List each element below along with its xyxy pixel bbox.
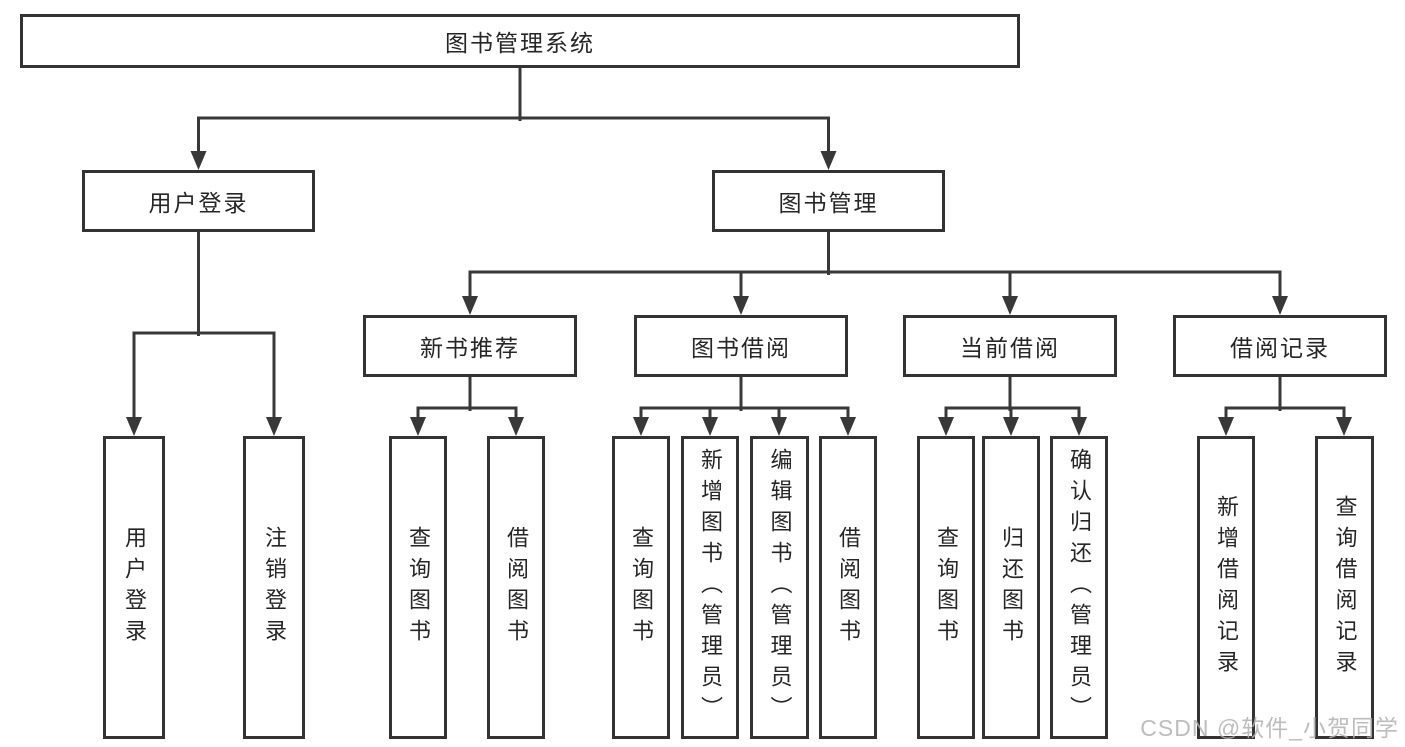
node-label: 图书管理系统 <box>445 30 595 56</box>
node-current-borrow: 当前借阅 <box>903 315 1117 377</box>
leaf-borrow-add-books-admin: 新增图书（管理员） <box>681 436 739 739</box>
connector-book-mgmt-branch <box>462 230 1288 315</box>
arrow-down-icon <box>938 417 954 436</box>
node-label: 查询借阅记录 <box>1332 494 1358 681</box>
arrow-down-icon <box>1336 417 1352 436</box>
arrow-down-icon <box>1218 417 1234 436</box>
node-label: 借阅图书 <box>836 525 861 650</box>
leaf-borrow-query-books: 查询图书 <box>612 436 670 739</box>
connector-borrow-record-branch <box>1218 375 1352 436</box>
arrow-down-icon <box>266 417 282 436</box>
node-label: 新书推荐 <box>420 335 520 361</box>
connector-user-login-branch <box>126 230 282 436</box>
leaf-current-confirm-return-admin: 确认归还（管理员） <box>1050 436 1108 739</box>
connector-current-borrow-branch <box>938 375 1087 436</box>
leaf-newbook-borrow-books: 借阅图书 <box>487 436 545 739</box>
node-label: 确认归还（管理员） <box>1067 448 1092 727</box>
arrow-down-icon <box>820 151 837 170</box>
arrow-down-icon <box>1003 417 1019 436</box>
connector-book-borrow-branch <box>633 375 856 436</box>
node-label: 编辑图书（管理员） <box>767 448 793 727</box>
arrow-down-icon <box>1071 417 1087 436</box>
node-label: 注销登录 <box>262 525 287 650</box>
node-borrow-record: 借阅记录 <box>1173 315 1387 377</box>
arrow-down-icon <box>633 417 649 436</box>
node-label: 借阅图书 <box>504 525 529 650</box>
arrow-down-icon <box>1272 296 1288 315</box>
leaf-logout: 注销登录 <box>243 436 305 739</box>
leaf-borrow-borrow-books: 借阅图书 <box>819 436 877 739</box>
leaf-record-query-borrow-record: 查询借阅记录 <box>1315 436 1374 739</box>
node-book-management: 图书管理 <box>712 170 945 232</box>
arrow-down-icon <box>410 417 426 436</box>
csdn-watermark: CSDN @软件_小贺同学 <box>1140 715 1399 741</box>
node-library-management-system: 图书管理系统 <box>20 14 1020 68</box>
arrow-down-icon <box>1002 296 1018 315</box>
arrow-down-icon <box>733 296 749 315</box>
connector-root-to-level2 <box>190 66 837 170</box>
node-label: 图书管理 <box>778 190 879 216</box>
node-label: 用户登录 <box>148 190 249 216</box>
node-label: 查询图书 <box>629 525 654 650</box>
node-label: 归还图书 <box>999 525 1024 650</box>
leaf-newbook-query-books: 查询图书 <box>389 436 447 739</box>
node-label: 用户登录 <box>122 525 147 650</box>
arrow-down-icon <box>190 151 207 170</box>
node-label: 当前借阅 <box>960 335 1060 361</box>
leaf-record-add-borrow-record: 新增借阅记录 <box>1197 436 1255 739</box>
arrow-down-icon <box>771 417 787 436</box>
node-user-login: 用户登录 <box>82 170 315 232</box>
leaf-current-query-books: 查询图书 <box>917 436 975 739</box>
node-label: 借阅记录 <box>1230 335 1330 361</box>
node-book-borrow: 图书借阅 <box>634 315 848 377</box>
arrow-down-icon <box>508 417 524 436</box>
arrow-down-icon <box>702 417 718 436</box>
node-label: 查询图书 <box>934 525 959 650</box>
arrow-down-icon <box>462 296 478 315</box>
node-label: 新增借阅记录 <box>1214 494 1239 681</box>
node-label: 新增图书（管理员） <box>698 448 723 727</box>
connector-new-book-branch <box>410 375 524 436</box>
arrow-down-icon <box>840 417 856 436</box>
arrow-down-icon <box>126 417 142 436</box>
leaf-current-return-books: 归还图书 <box>982 436 1040 739</box>
node-label: 图书借阅 <box>691 335 791 361</box>
node-label: 查询图书 <box>406 525 431 650</box>
leaf-borrow-edit-books-admin: 编辑图书（管理员） <box>750 436 809 739</box>
leaf-user-login: 用户登录 <box>103 436 165 739</box>
node-new-book-recommend: 新书推荐 <box>363 315 577 377</box>
